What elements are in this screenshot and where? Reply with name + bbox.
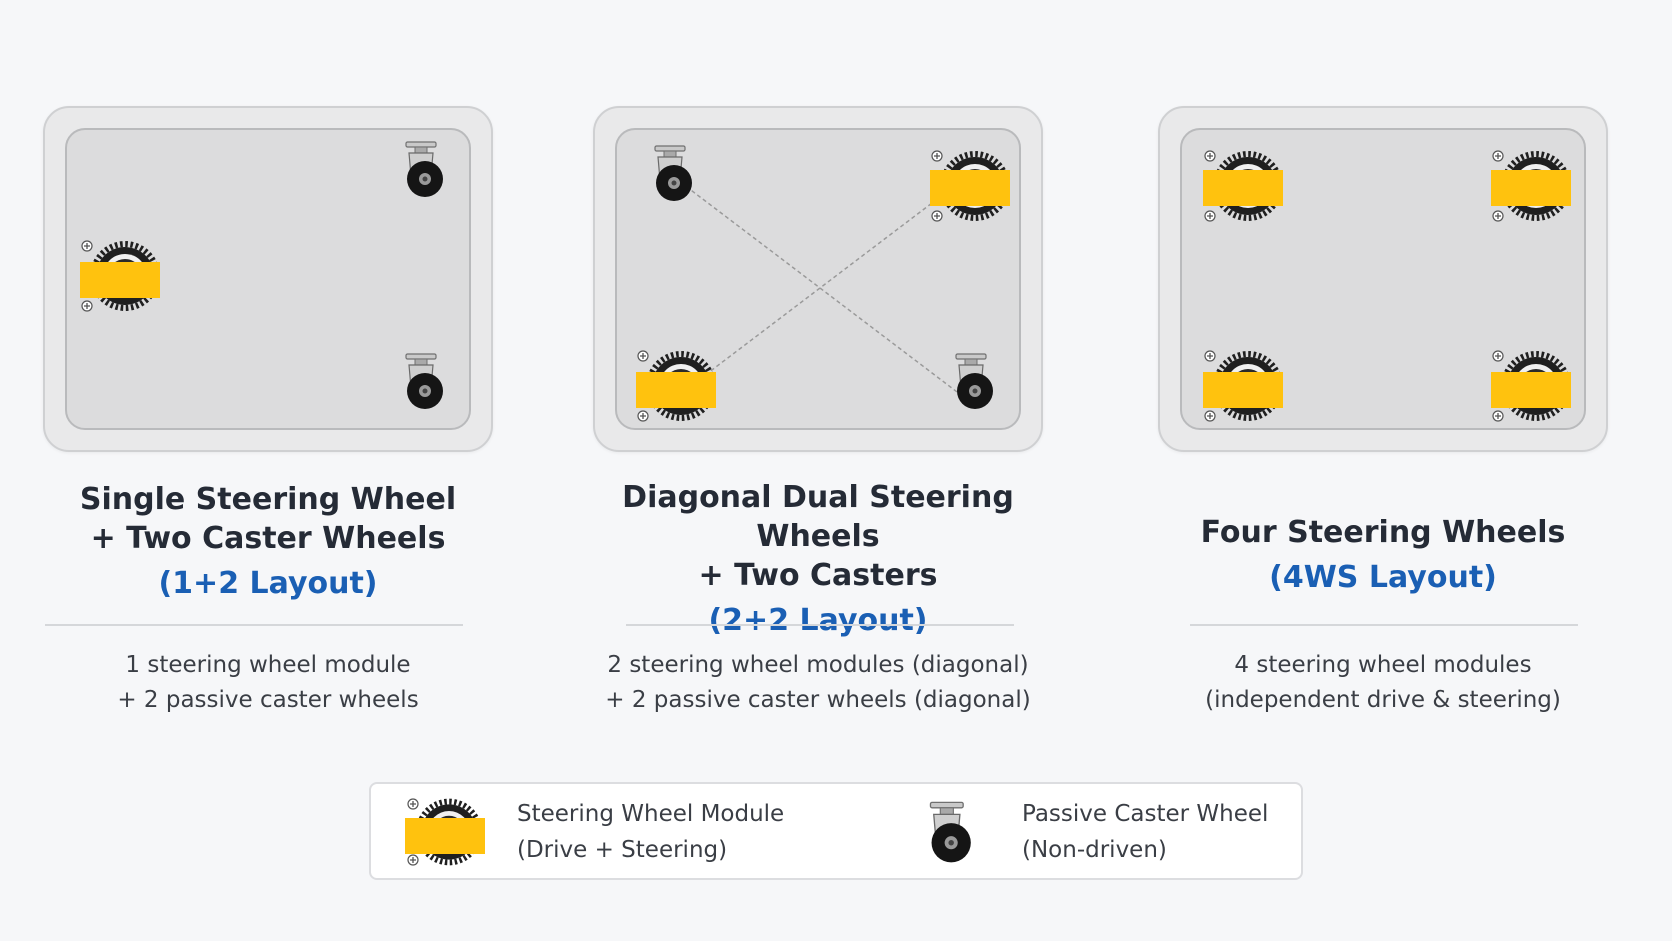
steering-wheel-module-icon	[1203, 144, 1290, 228]
divider	[626, 624, 1014, 626]
desc-line-1: 1 steering wheel module	[125, 652, 411, 678]
title-line-1: Single Steering Wheel	[79, 482, 457, 517]
layout-3-title: Four Steering Wheels (4WS Layout)	[1158, 513, 1608, 597]
caster-wheel-icon	[401, 140, 445, 202]
layout-1-description: 1 steering wheel module + 2 passive cast…	[43, 648, 493, 718]
desc-line-2: + 2 passive caster wheels	[117, 687, 419, 713]
layout-diagram-3	[1158, 106, 1608, 452]
legend-steering-line-2: (Drive + Steering)	[517, 837, 728, 863]
layout-subtitle: (2+2 Layout)	[708, 603, 928, 638]
divider	[45, 624, 463, 626]
divider	[1190, 624, 1578, 626]
caster-wheel-icon	[401, 352, 445, 414]
layout-diagram-2	[593, 106, 1043, 452]
steering-wheel-module-icon	[405, 792, 489, 872]
caster-wheel-icon	[925, 800, 973, 868]
layout-subtitle: (1+2 Layout)	[158, 566, 378, 601]
diagonal-link-lines	[674, 177, 966, 399]
legend-steering-label: Steering Wheel Module (Drive + Steering)	[517, 796, 784, 868]
legend-caster-line-1: Passive Caster Wheel	[1022, 801, 1269, 827]
caster-wheel-icon	[650, 144, 694, 206]
layout-1-title: Single Steering Wheel + Two Caster Wheel…	[43, 480, 493, 603]
legend-caster-label: Passive Caster Wheel (Non-driven)	[1022, 796, 1268, 868]
title-line-1: Diagonal Dual Steering Wheels	[622, 480, 1014, 554]
title-line-2: + Two Caster Wheels	[90, 521, 446, 556]
title-line-2: + Two Casters	[698, 558, 938, 593]
steering-wheel-module-icon	[1203, 344, 1290, 428]
legend: Steering Wheel Module (Drive + Steering)…	[369, 782, 1303, 880]
caster-wheel-icon	[951, 352, 995, 414]
desc-line-2: + 2 passive caster wheels (diagonal)	[605, 687, 1031, 713]
steering-wheel-module-icon	[80, 234, 167, 318]
steering-wheel-module-icon	[636, 344, 723, 428]
layout-2-title: Diagonal Dual Steering Wheels + Two Cast…	[568, 478, 1068, 640]
desc-line-1: 2 steering wheel modules (diagonal)	[607, 652, 1029, 678]
layout-2-description: 2 steering wheel modules (diagonal) + 2 …	[568, 648, 1068, 718]
steering-wheel-module-icon	[930, 144, 1017, 228]
layout-subtitle: (4WS Layout)	[1269, 560, 1497, 595]
layout-3-description: 4 steering wheel modules (independent dr…	[1133, 648, 1633, 718]
legend-caster-line-2: (Non-driven)	[1022, 837, 1167, 863]
desc-line-1: 4 steering wheel modules	[1234, 652, 1532, 678]
desc-line-2: (independent drive & steering)	[1205, 687, 1561, 713]
steering-wheel-module-icon	[1491, 144, 1578, 228]
legend-steering-line-1: Steering Wheel Module	[517, 801, 785, 827]
title-line-1: Four Steering Wheels	[1200, 515, 1566, 550]
steering-wheel-module-icon	[1491, 344, 1578, 428]
layout-diagram-1	[43, 106, 493, 452]
